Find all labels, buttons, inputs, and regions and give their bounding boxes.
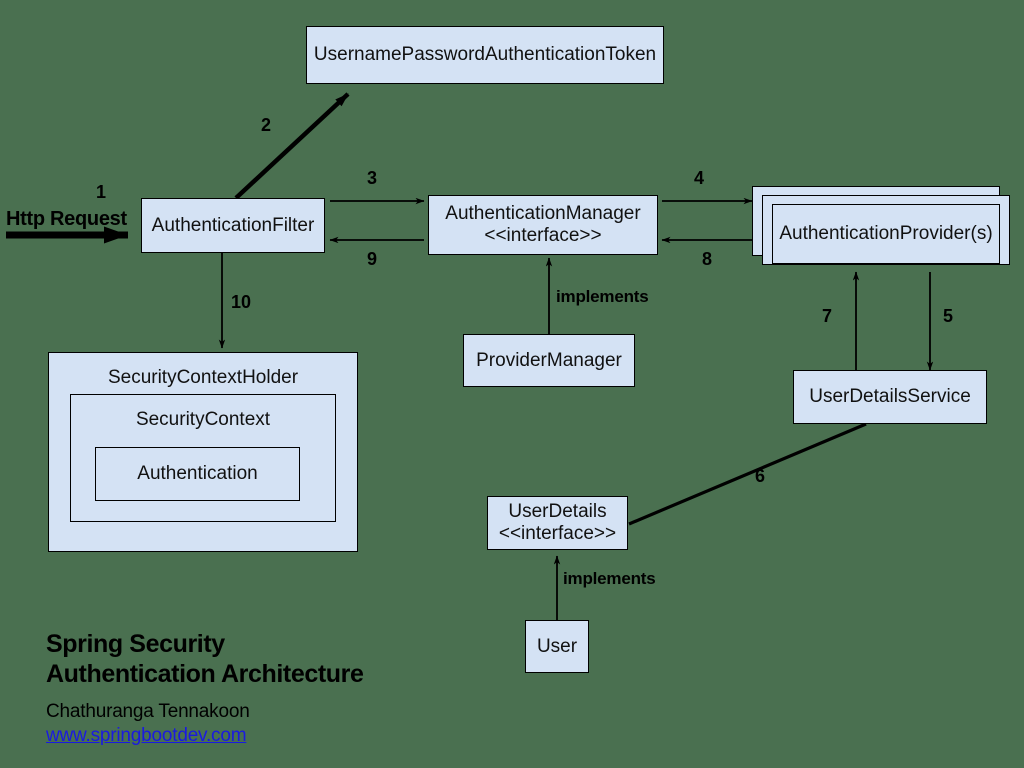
- edge-label-3: 3: [367, 168, 378, 188]
- node-label: SecurityContextHolder: [107, 367, 299, 388]
- node-label: Authentication: [137, 463, 258, 485]
- edge-label-http-request: Http Request: [6, 208, 127, 230]
- edge-label-8: 8: [702, 249, 713, 269]
- edge-6-user-details-service-to-user-details: [628, 422, 867, 526]
- node-authentication-provider[interactable]: AuthenticationProvider(s): [772, 204, 1000, 264]
- diagram-title-line-2: Authentication Architecture: [46, 659, 364, 688]
- author-name: Chathuranga Tennakoon: [46, 701, 250, 722]
- edge-label-implements-provider-manager: implements: [556, 287, 649, 306]
- node-authentication[interactable]: Authentication: [95, 447, 300, 501]
- edge-label-2: 2: [261, 115, 272, 135]
- node-user-details-service[interactable]: UserDetailsService: [793, 370, 987, 424]
- edge-label-1: 1: [96, 182, 107, 202]
- node-label: SecurityContext: [135, 409, 271, 430]
- edge-label-10: 10: [231, 292, 252, 312]
- node-label: UserDetailsService: [809, 386, 971, 408]
- edge-label-9: 9: [367, 249, 378, 269]
- edge-label-implements-user: implements: [563, 569, 656, 588]
- node-label: ProviderManager: [476, 349, 622, 371]
- footer-block: Spring Security Authentication Architect…: [46, 630, 364, 747]
- node-label: AuthenticationFilter: [151, 214, 315, 236]
- website-link[interactable]: www.springbootdev.com: [46, 725, 247, 746]
- edge-label-4: 4: [694, 168, 705, 188]
- node-label: UserDetails <<interface>>: [498, 501, 617, 544]
- node-username-password-authentication-token[interactable]: UsernamePasswordAuthenticationToken: [306, 26, 664, 84]
- node-user[interactable]: User: [525, 620, 589, 673]
- diagram-title-line-1: Spring Security: [46, 630, 225, 658]
- node-label: User: [536, 635, 578, 657]
- node-label: AuthenticationProvider(s): [779, 223, 993, 245]
- node-user-details[interactable]: UserDetails <<interface>>: [487, 496, 628, 550]
- node-provider-manager[interactable]: ProviderManager: [463, 334, 635, 387]
- node-authentication-filter[interactable]: AuthenticationFilter: [141, 198, 325, 253]
- edge-label-5: 5: [943, 306, 954, 326]
- edge-2-filter-to-token: [234, 92, 350, 200]
- edge-label-6: 6: [755, 466, 766, 486]
- node-label: AuthenticationManager <<interface>>: [445, 203, 641, 246]
- node-label: UsernamePasswordAuthenticationToken: [313, 44, 657, 66]
- edge-label-7: 7: [822, 306, 833, 326]
- node-authentication-manager[interactable]: AuthenticationManager <<interface>>: [428, 195, 658, 255]
